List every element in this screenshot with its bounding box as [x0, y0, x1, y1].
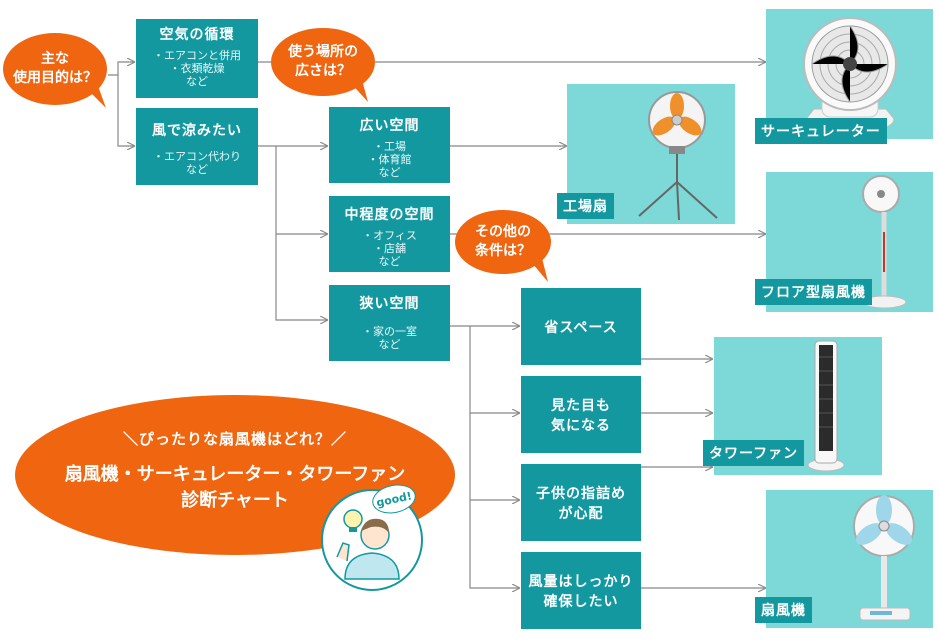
space-bubble-tail [348, 80, 368, 102]
connector-narrow-cond4 [469, 500, 519, 588]
factory-fan-image [638, 91, 718, 221]
space-medium-box: 中程度の空間 ・オフィス ・店舗 など [329, 196, 450, 272]
space-wide-box: 広い空間 ・工場 ・体育館 など [329, 107, 450, 183]
condition-child-safety-box: 子供の指詰め が心配 [521, 464, 641, 541]
connector-start-cooling [117, 75, 134, 146]
purpose-cooling-box: 風で涼みたい ・エアコン代わり など [136, 108, 258, 185]
product-circulator-label: サーキュレーター [755, 118, 887, 144]
connector-cooling-narrow [275, 234, 327, 320]
other-bubble-tail [528, 258, 548, 282]
circulator-image [803, 17, 897, 132]
condition-space-saving-box: 省スペース [521, 288, 641, 365]
condition-airflow-box: 風量はしっかり 確保したい [521, 552, 641, 629]
space-narrow-box: 狭い空間 ・家の一室 など [329, 285, 450, 361]
connector-start [108, 62, 134, 76]
product-circulator-panel [766, 9, 933, 139]
connector-narrow-cond2 [469, 326, 519, 413]
product-factory-fan-label: 工場扇 [557, 193, 614, 219]
person-icon [336, 509, 400, 580]
chart-title-line2: 診断チャート [181, 490, 289, 511]
product-floor-fan-label: フロア型扇風機 [755, 279, 872, 305]
tower-fan-image [807, 340, 845, 472]
condition-appearance-box: 見た目も 気になる [521, 376, 641, 453]
lightbulb-icon [343, 509, 363, 529]
floor-fan-image [861, 175, 907, 309]
electric-fan-image [853, 495, 915, 621]
product-tower-fan-label: タワーファン [703, 440, 805, 466]
chart-subtitle: ＼ぴったりな扇風機はどれ？／ [122, 430, 347, 448]
purpose-circulation-box: 空気の循環 ・エアコンと併用 ・衣類乾燥 など [136, 19, 258, 98]
connector-narrow-cond3 [469, 413, 519, 500]
start-bubble-tail [84, 86, 106, 108]
connector-cooling-medium [275, 146, 327, 234]
chart-title-line1: 扇風機・サーキュレーター・タワーファン [64, 464, 406, 485]
product-electric-fan-label: 扇風機 [755, 597, 812, 623]
start-question-bubble: 主な 使用目的は？ [3, 33, 107, 105]
